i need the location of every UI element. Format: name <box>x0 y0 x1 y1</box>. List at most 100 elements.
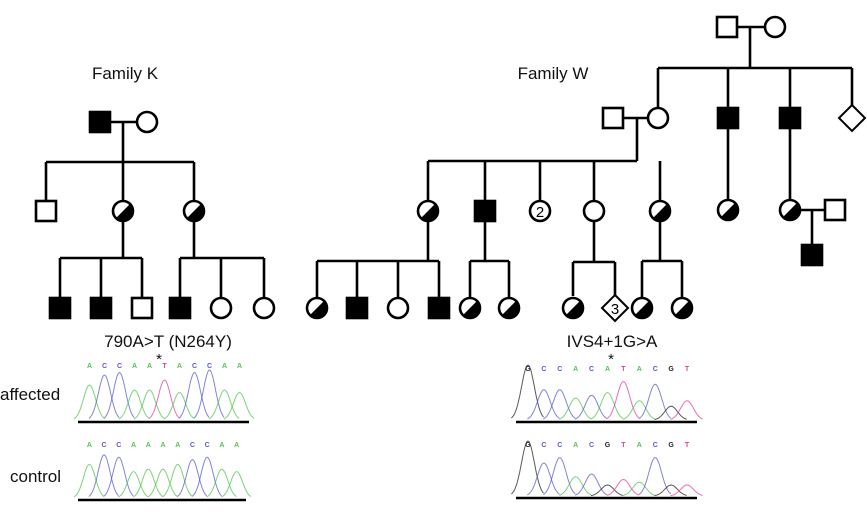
chromatogram-peak <box>574 473 608 496</box>
base-call: A <box>605 366 610 373</box>
sex-unknown <box>837 103 867 133</box>
chromatogram-peak <box>622 400 656 420</box>
chromatogram-peak <box>654 484 687 497</box>
base-call: C <box>541 442 546 449</box>
affected-male <box>427 296 451 320</box>
base-call: G <box>668 366 674 373</box>
chromatogram-peak <box>191 456 222 497</box>
base-call: A <box>637 366 642 373</box>
base-call: C <box>589 366 594 373</box>
base-call: C <box>116 442 121 449</box>
chromatogram-peak <box>118 389 150 420</box>
chromatogram-peak <box>103 456 134 497</box>
base-call: T <box>162 363 167 370</box>
base-call: A <box>637 442 642 449</box>
control-row-label: control <box>10 467 62 486</box>
family-k-mutation-label: 790A>T (N264Y) <box>104 332 232 351</box>
carrier-half-fill <box>674 300 692 318</box>
carrier-half-fill <box>652 203 670 221</box>
affected-male <box>88 110 112 134</box>
base-call: C <box>207 363 212 370</box>
base-call: C <box>192 363 197 370</box>
carrier-half-fill <box>782 202 800 220</box>
chromatogram-peak <box>208 389 240 420</box>
affected-male <box>716 106 740 130</box>
base-call: T <box>621 366 626 373</box>
carrier-half-fill <box>565 300 583 318</box>
unaffected-male <box>130 296 154 320</box>
chromatogram-peak <box>542 456 576 496</box>
chromatogram-peak <box>574 394 608 420</box>
chromatogram-peak <box>223 391 255 420</box>
carrier-half-fill <box>462 300 480 318</box>
base-call: G <box>525 442 531 449</box>
chromatogram-peak <box>511 364 544 419</box>
chromatogram-peak <box>527 389 560 420</box>
chromatogram-peak <box>178 371 210 419</box>
chromatogram-peak <box>558 476 592 496</box>
base-call: T <box>621 442 626 449</box>
chromatogram-peak <box>73 384 105 420</box>
base-call: A <box>87 442 92 449</box>
chromatogram-peak <box>606 478 640 496</box>
unaffected-male <box>34 199 58 223</box>
base-call: C <box>117 363 122 370</box>
base-call: C <box>653 442 658 449</box>
carrier-half-fill <box>720 202 738 220</box>
chromatogram-peak <box>117 471 149 498</box>
carrier-half-fill <box>115 203 133 221</box>
affected-male <box>48 296 72 320</box>
base-call: A <box>147 363 152 370</box>
chromatogram-peak <box>654 405 687 420</box>
chromatogram-peak <box>527 462 560 496</box>
unaffected-female <box>252 296 276 320</box>
base-call: A <box>132 363 137 370</box>
chromatogram-peak <box>147 468 178 498</box>
unaffected-male <box>601 106 625 130</box>
chromatogram-peak <box>88 454 119 497</box>
chromatogram-peak <box>103 371 135 419</box>
base-call: A <box>146 442 151 449</box>
base-call: C <box>557 442 562 449</box>
family-w-mutation-label: IVS4+1G>A <box>566 332 658 351</box>
carrier-half-fill <box>501 300 519 318</box>
base-call: A <box>234 442 239 449</box>
affected-male <box>168 296 192 320</box>
base-call: C <box>102 363 107 370</box>
base-call: A <box>177 363 182 370</box>
base-call: T <box>685 442 690 449</box>
base-call: T <box>685 366 690 373</box>
base-call: G <box>668 442 674 449</box>
carrier-half-fill <box>309 300 327 318</box>
chromatogram-peak <box>132 468 163 498</box>
chromatogram-peak <box>670 484 703 497</box>
chromatogram-peak <box>133 389 165 420</box>
base-call: C <box>205 442 210 449</box>
base-call: A <box>131 442 136 449</box>
carrier-half-fill <box>186 203 204 221</box>
base-call: G <box>605 442 611 449</box>
chromatogram-peak <box>590 391 624 420</box>
affected-male <box>89 296 113 320</box>
chromatogram-peak <box>221 471 252 498</box>
base-call: C <box>653 366 658 373</box>
chromatogram-peak <box>670 400 703 420</box>
unaffected-female <box>386 296 410 320</box>
chromatogram-peak <box>88 374 120 419</box>
unaffected-female <box>763 15 787 39</box>
chromatogram-peak <box>638 383 672 420</box>
chromatogram-peak <box>163 391 195 420</box>
sex-unknown <box>600 293 630 323</box>
base-call: A <box>175 442 180 449</box>
unaffected-male <box>715 15 739 39</box>
affected-male <box>800 243 824 267</box>
unaffected-female <box>646 106 670 130</box>
chromatogram-peak <box>193 369 225 419</box>
base-call: C <box>190 442 195 449</box>
chromatogram-peak <box>558 397 592 420</box>
family-k-mutation-marker: * <box>156 351 162 368</box>
base-call: A <box>87 363 92 370</box>
unaffected-female <box>209 296 233 320</box>
base-call: G <box>525 366 531 373</box>
unaffected-female <box>135 110 159 134</box>
